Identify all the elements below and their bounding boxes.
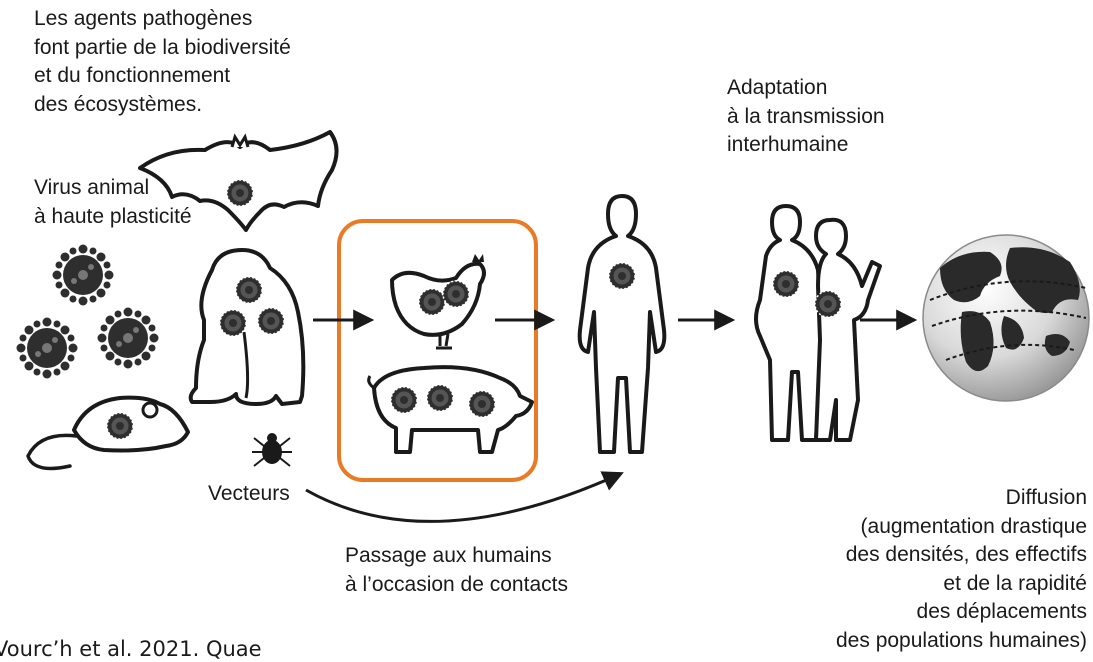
passage-caption: Passage aux humains à l’occasion de cont… [345, 542, 568, 599]
text-line: Diffusion [836, 484, 1087, 513]
adaptation-caption: Adaptation à la transmission interhumain… [727, 74, 885, 160]
text-line: des populations humaines) [836, 627, 1087, 656]
text-line: à haute plasticité [34, 203, 192, 232]
text-line: (augmentation drastique [836, 513, 1087, 542]
gorilla-icon [191, 250, 304, 404]
text-line: font partie de la biodiversité [34, 34, 291, 63]
text-line: Passage aux humains [345, 542, 568, 571]
mouse-icon [28, 398, 188, 469]
text-line: Les agents pathogènes [34, 5, 291, 34]
text-line: Virus animal [34, 174, 192, 203]
text-line: à l’occasion de contacts [345, 571, 568, 600]
text-line: et de la rapidité [836, 570, 1087, 599]
virus-icon [17, 245, 159, 379]
pig-icon [369, 367, 532, 452]
source-credit: Vourc’h et al. 2021. Quae [0, 637, 262, 661]
globe-icon [923, 235, 1089, 401]
chicken-icon [392, 254, 484, 348]
text-line: interhumaine [727, 131, 885, 160]
tick-icon [252, 434, 292, 466]
text-line: et du fonctionnement [34, 62, 291, 91]
couple-icon [756, 206, 880, 440]
text-line: à la transmission [727, 103, 885, 132]
text-line: des écosystèmes. [34, 91, 291, 120]
vecteurs-label: Vecteurs [208, 480, 290, 509]
human-icon [580, 196, 665, 452]
text-line: des densités, des effectifs [836, 541, 1087, 570]
text-line: Adaptation [727, 74, 885, 103]
virus-animal-caption: Virus animal à haute plasticité [34, 174, 192, 231]
highlight-box [339, 221, 536, 480]
text-line: des déplacements [836, 598, 1087, 627]
diffusion-caption: Diffusion (augmentation drastique des de… [836, 484, 1087, 655]
pathogens-caption: Les agents pathogènes font partie de la … [34, 5, 291, 119]
